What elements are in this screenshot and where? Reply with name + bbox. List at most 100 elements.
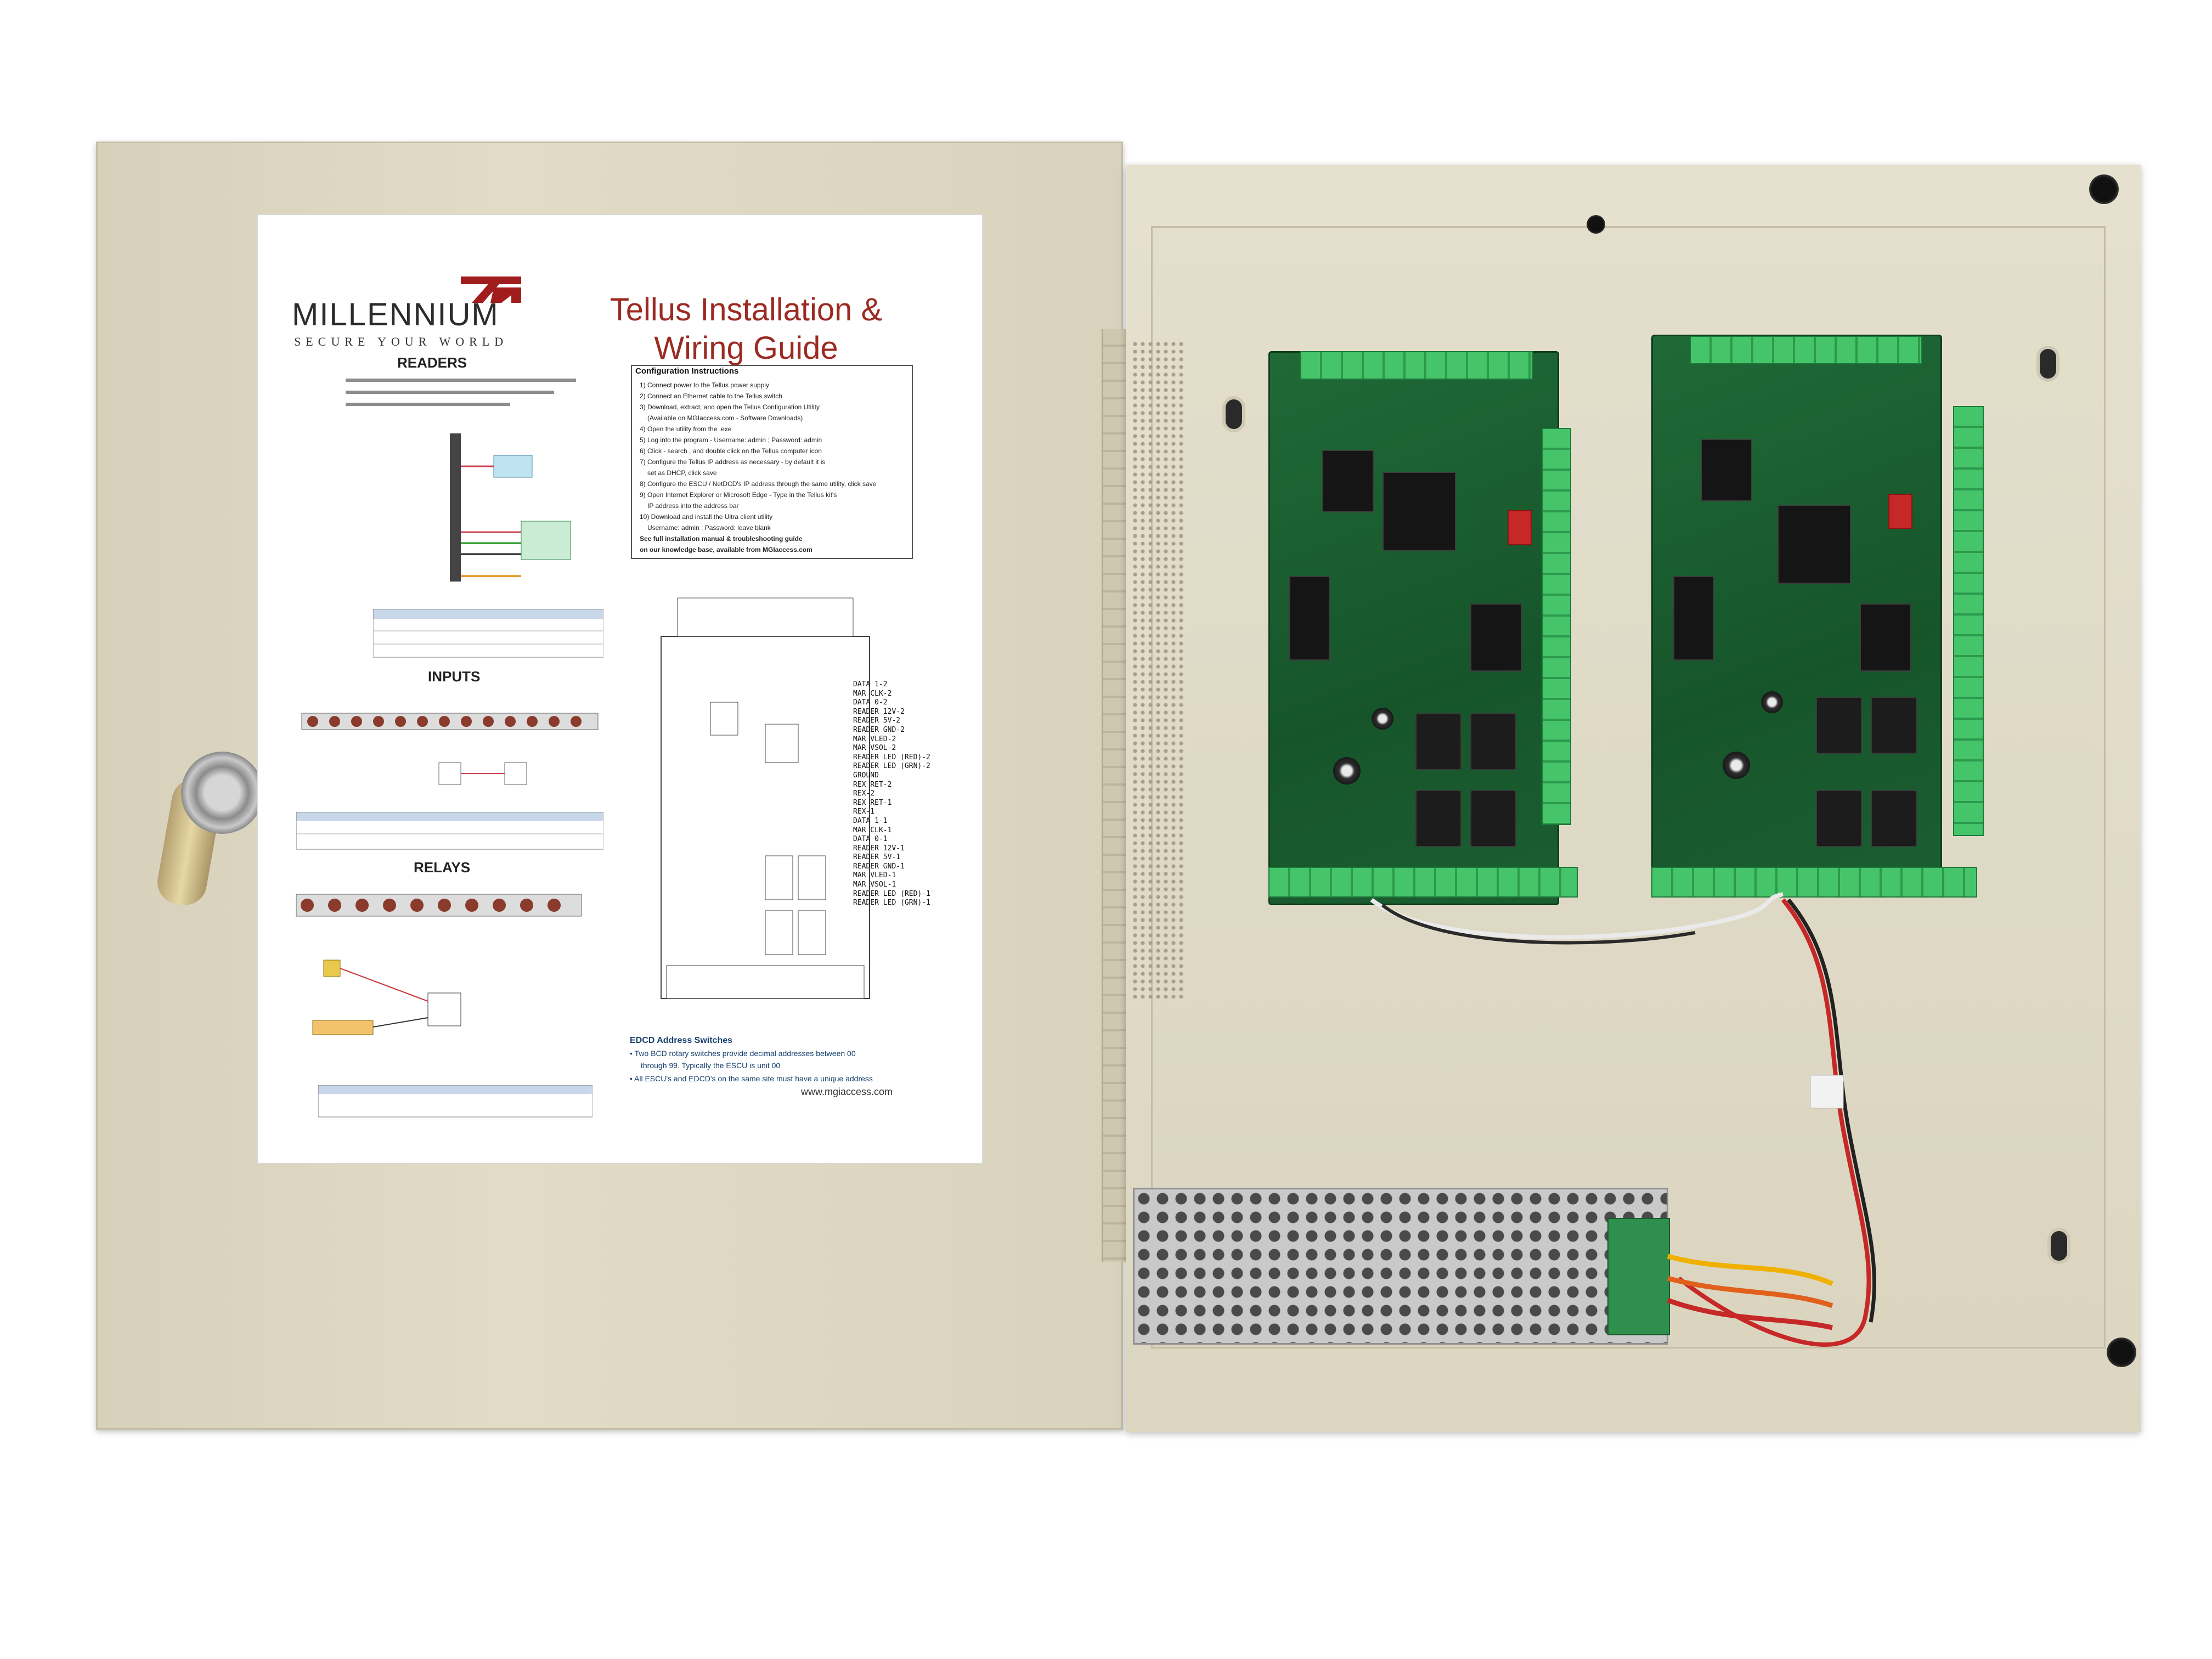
config-instructions-list: 1) Connect power to the Tellus power sup…: [640, 380, 909, 555]
address-switches-line: through 99. Typically the ESCU is unit 0…: [641, 1061, 781, 1070]
terminal-label: READER GND-2: [853, 725, 905, 734]
inputs-cable-table: [296, 812, 603, 850]
readers-heading: READERS: [397, 354, 467, 371]
guide-title-line2: Wiring Guide: [654, 330, 838, 366]
terminal-label: MAR CLK-1: [853, 826, 892, 834]
terminal-label: DATA 1-2: [853, 680, 888, 689]
config-step: 7) Configure the Tellus IP address as ne…: [640, 458, 826, 466]
mounting-hole-icon: [2107, 1338, 2136, 1367]
relay: [1470, 790, 1516, 847]
keyhole-slot-icon: [1226, 399, 1242, 429]
terminal-label: MAR VSOL-1: [853, 881, 896, 889]
relay: [1816, 790, 1862, 847]
config-step: 9) Open Internet Explorer or Microsoft E…: [640, 491, 837, 499]
relay: [1415, 713, 1462, 770]
config-step: (Available on MGIaccess.com - Software D…: [647, 414, 803, 422]
config-step: 3) Download, extract, and open the Tellu…: [640, 403, 820, 411]
terminal-label: READER 5V-2: [853, 716, 901, 725]
readers-diagram-line: [346, 379, 576, 382]
terminal-label: MAR VLED-1: [853, 871, 896, 880]
config-step: set as DHCP, click save: [647, 469, 717, 477]
terminal-label: READER 12V-1: [853, 844, 905, 853]
terminal-label: READER GND-1: [853, 862, 905, 871]
io-chip: [1860, 603, 1911, 672]
config-step: on our knowledge base, available from MG…: [640, 546, 812, 554]
terminal-block-top[interactable]: [1300, 351, 1533, 380]
door-hinge: [1102, 329, 1128, 1262]
terminal-label: MAR VLED-2: [853, 735, 896, 743]
terminal-label: DATA 0-2: [853, 698, 888, 707]
address-switches-heading: EDCD Address Switches: [630, 1036, 733, 1045]
config-step: 1) Connect power to the Tellus power sup…: [640, 381, 769, 389]
terminal-label: MAR VSOL-2: [853, 744, 896, 753]
power-supply-unit: [1133, 1188, 1668, 1345]
terminal-label: REX RET-1: [853, 798, 892, 807]
io-chip: [1673, 576, 1714, 661]
address-switches-line: • All ESCU's and EDCD's on the same site…: [630, 1074, 873, 1083]
readers-wiring-diagram: [450, 433, 571, 582]
memory-chip: [1383, 472, 1456, 551]
readers-diagram-line: [346, 403, 510, 406]
capacitor: [1761, 691, 1783, 713]
dip-switch[interactable]: [1888, 494, 1912, 529]
brand-name: MILLENNIUM: [292, 297, 499, 332]
processor-chip: [1701, 439, 1752, 501]
config-step: 8) Configure the ESCU / NetDCD's IP addr…: [640, 480, 877, 488]
inputs-wiring-diagram: [301, 713, 599, 785]
readers-diagram-line: [346, 391, 554, 394]
terminal-label: REX RET-2: [853, 780, 892, 789]
terminal-label: MAR CLK-2: [853, 689, 892, 698]
config-step: 4) Open the utility from the .exe: [640, 425, 732, 433]
terminal-label-column: DATA 1-2 MAR CLK-2 DATA 0-2 READER 12V-2…: [853, 680, 930, 908]
terminal-label: READER LED (RED)-2: [853, 753, 930, 761]
address-switches-line: • Two BCD rotary switches provide decima…: [630, 1049, 856, 1058]
terminal-block-right[interactable]: [1953, 406, 1984, 836]
capacitor: [1723, 752, 1750, 779]
config-instructions-heading: Configuration Instructions: [635, 366, 739, 376]
readers-cable-table: [373, 609, 603, 658]
power-supply-terminal[interactable]: [1607, 1218, 1670, 1335]
door-lock[interactable]: [181, 752, 263, 834]
capacitor: [1372, 708, 1393, 730]
config-step: 6) Click - search , and double click on …: [640, 447, 822, 455]
processor-chip: [1322, 450, 1374, 512]
capacitor: [1333, 757, 1361, 785]
relays-heading: RELAYS: [414, 859, 471, 876]
terminal-block-top[interactable]: [1690, 336, 1922, 364]
relays-cable-table: [318, 1085, 592, 1118]
terminal-block-bottom[interactable]: [1268, 867, 1578, 898]
terminal-label: DATA 1-1: [853, 816, 888, 825]
terminal-label: READER LED (GRN)-2: [853, 762, 930, 771]
millennium-logo-mark: [461, 276, 521, 303]
terminal-label: GROUND: [853, 771, 879, 780]
terminal-label: READER 5V-1: [853, 853, 901, 862]
config-step: Username: admin ; Password: leave blank: [647, 524, 771, 532]
io-chip: [1470, 603, 1522, 672]
config-step: 10) Download and install the Ultra clien…: [640, 513, 773, 521]
relay: [1816, 697, 1862, 754]
terminal-label: REX-1: [853, 808, 875, 816]
io-chip: [1289, 576, 1330, 661]
keyhole-slot-icon: [2040, 349, 2056, 379]
relay: [1871, 790, 1917, 847]
mounting-hole-icon: [1587, 215, 1605, 234]
relay: [1415, 790, 1462, 847]
edcd-board-diagram: [661, 597, 870, 999]
relay: [1871, 697, 1917, 754]
terminal-label: REX-2: [853, 789, 875, 798]
terminal-label: READER LED (RED)-1: [853, 889, 930, 898]
config-step: See full installation manual & troublesh…: [640, 535, 803, 543]
terminal-block-bottom[interactable]: [1651, 867, 1977, 898]
terminal-block-right[interactable]: [1542, 428, 1571, 825]
relays-wiring-diagram: [296, 894, 582, 1035]
terminal-label: READER 12V-2: [853, 707, 905, 716]
config-step: 5) Log into the program - Username: admi…: [640, 436, 822, 444]
guide-title-line1: Tellus Installation &: [610, 292, 883, 328]
dip-switch[interactable]: [1508, 510, 1532, 545]
brand-tagline: SECURE YOUR WORLD: [294, 335, 509, 348]
website-url: www.mgiaccess.com: [801, 1086, 893, 1097]
config-step: 2) Connect an Ethernet cable to the Tell…: [640, 392, 782, 400]
guide-title: Tellus Installation & Wiring Guide: [582, 291, 911, 368]
config-step: IP address into the address bar: [647, 502, 739, 510]
memory-chip: [1778, 505, 1851, 584]
